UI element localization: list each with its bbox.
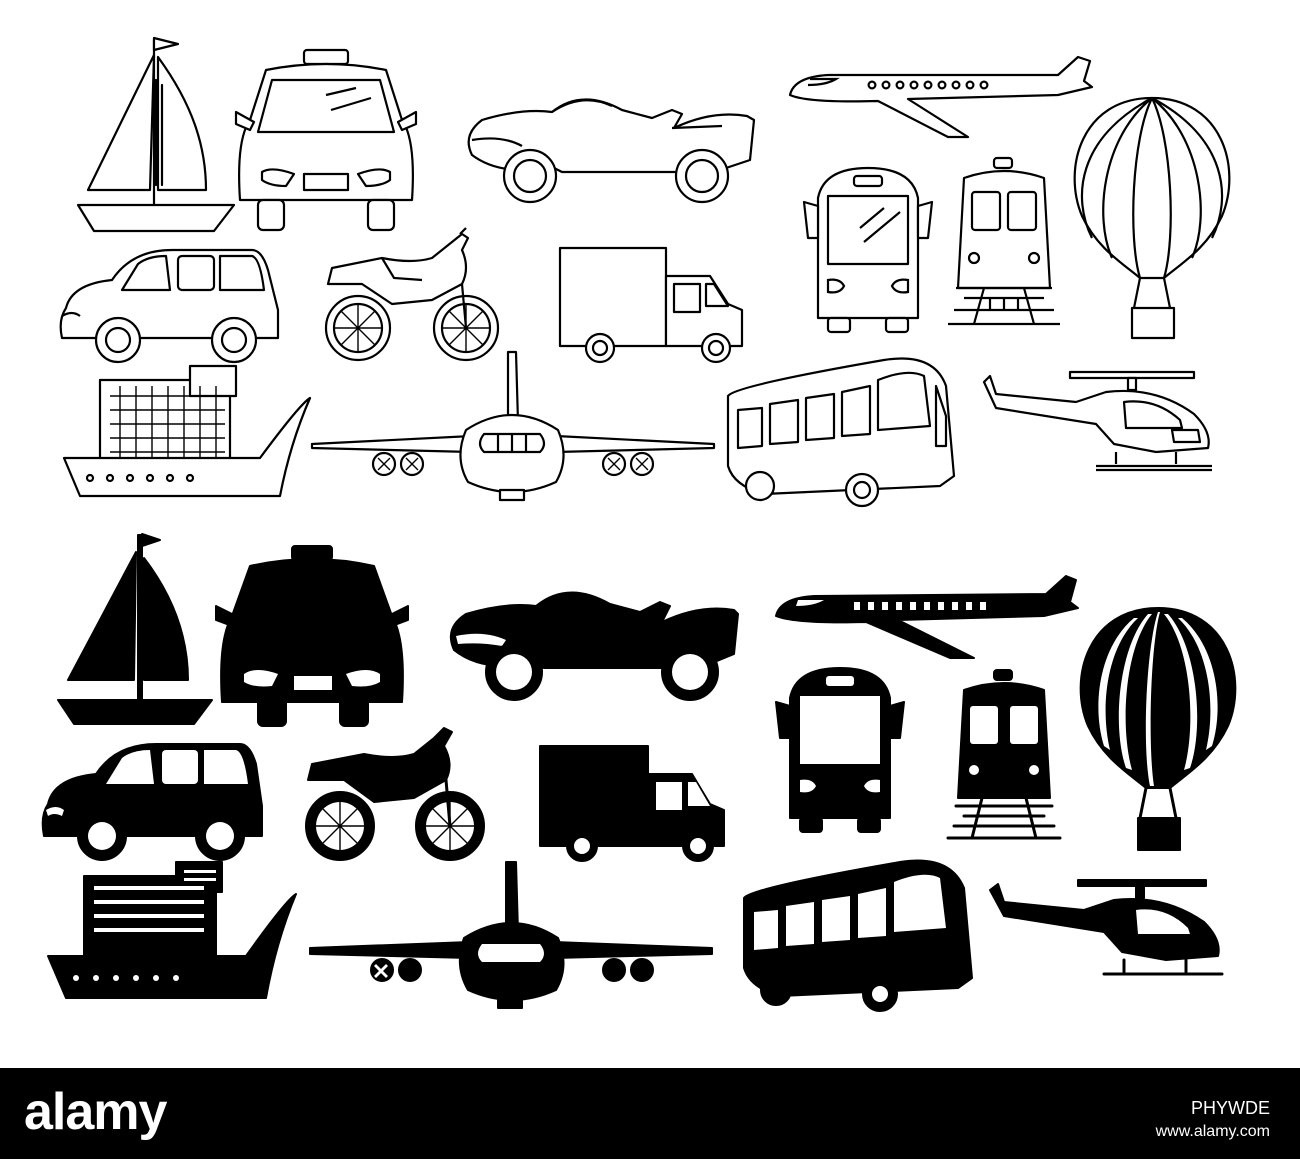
watermark-footer: alamy PHYWDE www.alamy.com (0, 1068, 1300, 1159)
airliner-side-icon (788, 55, 1094, 139)
helicopter-icon (989, 879, 1224, 976)
minivan-icon (59, 248, 280, 364)
sailboat-icon (76, 36, 236, 233)
solid-set (41, 533, 1237, 1012)
delivery-truck-icon (539, 745, 725, 862)
convertible-car-icon (467, 98, 756, 204)
bus-front-icon (775, 667, 905, 833)
taxi-front-icon (215, 545, 409, 727)
site-url: www.alamy.com (1155, 1123, 1270, 1140)
city-bus-icon (743, 859, 973, 1012)
train-front-icon (948, 156, 1060, 326)
taxi-front-icon (234, 48, 418, 232)
footer-meta: PHYWDE www.alamy.com (1156, 1098, 1270, 1141)
transport-icon-set (41, 36, 1237, 1012)
hot-air-balloon-icon (1073, 96, 1231, 340)
train-front-icon (946, 669, 1062, 840)
delivery-truck-icon (558, 246, 744, 364)
outline-set (59, 36, 1231, 508)
minivan-icon (41, 743, 263, 861)
city-bus-icon (726, 357, 956, 508)
airplane-front-icon (310, 350, 716, 502)
cruise-ship-icon (47, 861, 297, 999)
airliner-side-icon (775, 575, 1079, 659)
alamy-logo: alamy (24, 1083, 167, 1141)
helicopter-icon (982, 370, 1212, 472)
airplane-front-icon (309, 861, 713, 1009)
motorcycle-icon (324, 227, 500, 362)
image-id: PHYWDE (1190, 1098, 1270, 1118)
hot-air-balloon-icon (1079, 607, 1237, 851)
bus-front-icon (802, 166, 934, 334)
convertible-car-icon (450, 591, 739, 701)
cruise-ship-icon (62, 364, 312, 498)
motorcycle-icon (305, 727, 485, 861)
sailboat-icon (57, 533, 213, 725)
